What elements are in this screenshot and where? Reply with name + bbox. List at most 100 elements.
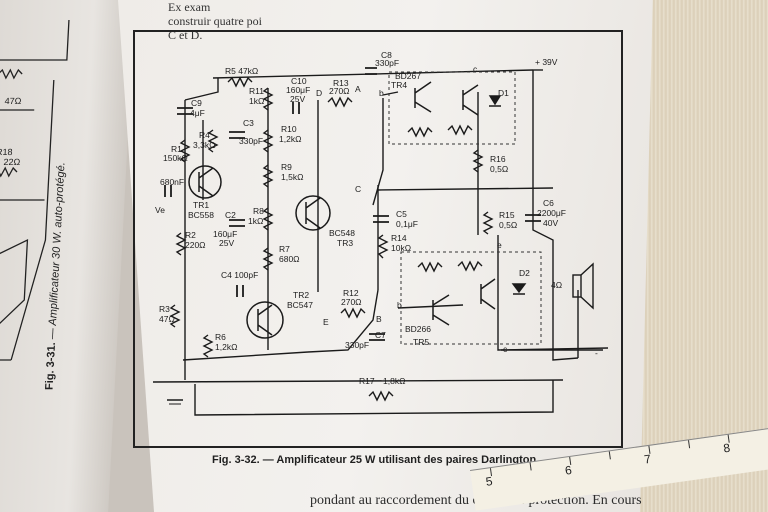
label-r17: R17 xyxy=(359,376,375,386)
label-r4: R4 xyxy=(199,130,210,140)
r3-resistor xyxy=(169,304,181,328)
label-r15: R15 xyxy=(499,210,515,220)
label-r12: R12 xyxy=(343,288,359,298)
r4-resistor xyxy=(207,129,219,153)
top-text: Ex exam construir quatre poi C et D. xyxy=(168,0,262,42)
label-c8-value: 330pF xyxy=(375,58,399,68)
r14-resistor xyxy=(377,234,389,259)
label-c9-value: 4μF xyxy=(190,108,205,118)
left-47-value: 47Ω xyxy=(4,96,22,106)
r5-resistor xyxy=(227,76,253,88)
label-r3: R3 xyxy=(159,304,170,314)
left-page-schematic: R18 22Ω 47Ω xyxy=(0,20,70,361)
label-tr2: TR2 xyxy=(293,290,309,300)
left-page: R18 22Ω 47Ω Fig. 3-31. — Amplificateur 3… xyxy=(0,0,135,512)
label-bc548: BC548 xyxy=(329,228,355,238)
tr4-resistor-1 xyxy=(407,126,433,138)
label-bd266: BD266 xyxy=(405,324,431,334)
c10-capacitor xyxy=(292,102,300,114)
label-r14-value: 10kΩ xyxy=(391,243,411,253)
speaker-icon xyxy=(572,262,594,310)
label-tr4: TR4 xyxy=(391,80,407,90)
label-r6: R6 xyxy=(215,332,226,342)
r8-resistor xyxy=(262,207,274,231)
label-r11-value: 1kΩ xyxy=(249,96,264,106)
tr2-transistor xyxy=(246,301,284,339)
r7-resistor xyxy=(262,247,274,271)
label-c9: C9 xyxy=(191,98,202,108)
r15-resistor xyxy=(482,211,494,235)
label-c6: C6 xyxy=(543,198,554,208)
label-c1: c xyxy=(473,64,478,74)
label-r1: R1 xyxy=(171,144,182,154)
label-c10-voltage: 25V xyxy=(290,94,305,104)
capacitors xyxy=(164,67,541,341)
label-ve: Ve xyxy=(155,205,165,215)
label-node-c: C xyxy=(355,184,361,194)
label-r16-value: 0,5Ω xyxy=(490,164,508,174)
r17-resistor xyxy=(368,390,394,402)
c2-capacitor xyxy=(229,219,245,227)
label-r8: R8 xyxy=(253,206,264,216)
label-node-e: E xyxy=(323,317,329,327)
label-node-a: A xyxy=(355,84,361,94)
c7-capacitor xyxy=(369,333,385,341)
amplifier-schematic: R5 47kΩ C8 330pF + 39V C9 4μF R11 1kΩ C1… xyxy=(152,50,609,416)
label-r4-value: 3,3kΩ xyxy=(193,140,215,150)
label-supply: + 39V xyxy=(535,57,558,67)
tr1-transistor xyxy=(188,165,222,199)
tr4-resistor-2 xyxy=(447,124,473,136)
tr5-resistor-1 xyxy=(417,261,443,273)
label-r7: R7 xyxy=(279,244,290,254)
r9-resistor xyxy=(262,164,274,188)
label-c7: C7 xyxy=(375,330,386,340)
label-r3-value: 47Ω xyxy=(159,314,175,324)
label-c2-value: 160μF xyxy=(213,229,237,239)
component-labels: R5 47kΩ C8 330pF + 39V C9 4μF R11 1kΩ C1… xyxy=(155,50,598,386)
label-c2-voltage: 25V xyxy=(219,238,234,248)
r13-resistor xyxy=(327,96,353,108)
figure-label: Fig. 3-32. xyxy=(212,454,260,466)
d2-diode xyxy=(511,283,527,295)
label-node-d: D xyxy=(316,88,322,98)
label-r13-value: 270Ω xyxy=(329,86,350,96)
tr5-darlington xyxy=(432,278,496,326)
r16-resistor xyxy=(472,149,484,173)
label-b1: b xyxy=(379,88,384,98)
label-c8: C8 xyxy=(381,50,392,60)
label-r9-value: 1,5kΩ xyxy=(281,172,303,182)
label-r10-value: 1,2kΩ xyxy=(279,134,301,144)
figure-caption: Fig. 3-32. — Amplificateur 25 W utilisan… xyxy=(212,454,539,466)
tr4-darlington xyxy=(414,81,479,116)
label-r1-value: 150kΩ xyxy=(163,153,188,163)
resistors xyxy=(169,76,494,402)
ruler-mark-6: 6 xyxy=(564,462,573,478)
r2-resistor xyxy=(175,232,187,256)
c1-capacitor xyxy=(164,185,172,197)
label-c5: C5 xyxy=(396,209,407,219)
top-line-2: construir quatre poi xyxy=(168,14,262,28)
label-c4: C4 100pF xyxy=(221,270,258,280)
label-bc558: BC558 xyxy=(188,210,214,220)
ruler-mark-8: 8 xyxy=(722,440,732,456)
c9-capacitor xyxy=(177,107,193,115)
diodes xyxy=(488,95,527,295)
left-r18-value: 22Ω xyxy=(3,157,21,167)
label-node-b: B xyxy=(376,314,382,324)
c3-capacitor xyxy=(229,131,245,139)
label-r7-value: 680Ω xyxy=(279,254,300,264)
left-figure-label: Fig. 3-31. xyxy=(43,342,59,390)
tr5-module-box xyxy=(400,251,542,345)
label-tr1: TR1 xyxy=(193,200,209,210)
r10-resistor xyxy=(262,129,274,153)
label-r9: R9 xyxy=(281,162,292,172)
label-tr5: TR5 xyxy=(413,337,429,347)
label-b2: b xyxy=(397,300,402,310)
label-r10: R10 xyxy=(281,124,297,134)
label-d1: D1 xyxy=(498,88,509,98)
c8-capacitor xyxy=(365,67,377,75)
label-r2-value: 220Ω xyxy=(185,240,206,250)
label-c3: C3 xyxy=(243,118,254,128)
c5-capacitor xyxy=(373,215,389,223)
r12-resistor xyxy=(340,307,366,319)
